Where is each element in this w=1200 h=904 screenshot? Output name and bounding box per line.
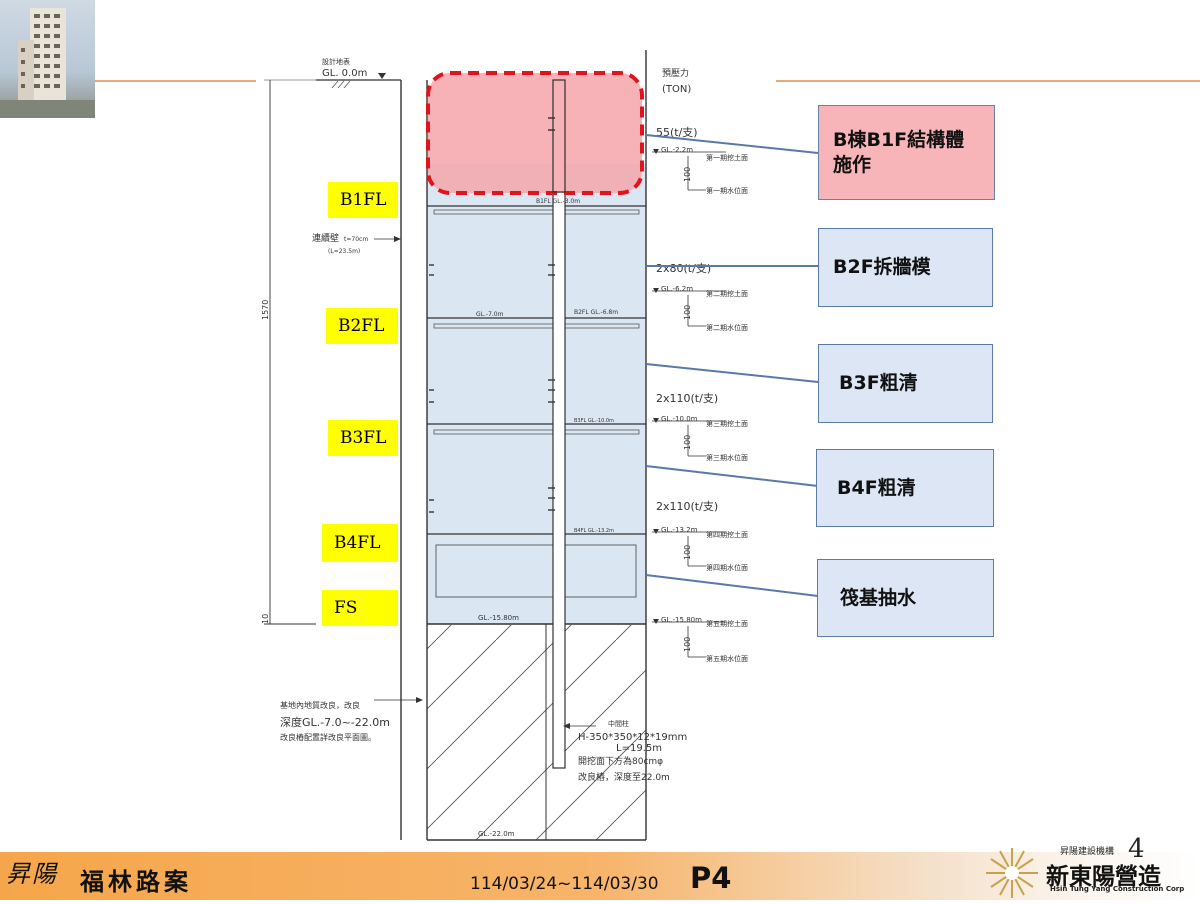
svg-text:GL.-10.0m: GL.-10.0m	[661, 415, 698, 423]
sunburst-logo-icon	[984, 846, 1040, 904]
header-line-right	[776, 80, 1200, 82]
inner-level-6: GL.-15.80m	[478, 614, 519, 622]
callout-b4f-clean: B4F粗清	[816, 449, 994, 527]
svg-text:100: 100	[683, 167, 692, 182]
footer-company-group: 昇陽建設機構	[1060, 847, 1115, 857]
load-title: 預壓力	[662, 67, 689, 79]
column-note-5: 改良樁，深度至22.0m	[578, 771, 670, 783]
svg-text:100: 100	[683, 435, 692, 450]
inner-level-7: GL.-22.0m	[478, 830, 515, 838]
right-level-2: GL.-6.2m 第二期挖土面 第二期水位面 100	[652, 285, 748, 332]
right-level-4: GL.-13.2m 第四期挖土面 第四期水位面 100	[652, 526, 748, 572]
callout-b2f-text: B2F拆牆模	[833, 256, 931, 279]
load-4: 2x110(t/支)	[656, 500, 718, 513]
svg-text:第二期水位面: 第二期水位面	[706, 323, 748, 332]
column-note-4: 開挖面下方為80cmφ	[578, 755, 663, 767]
floor-label-b3fl: B3FL	[328, 420, 398, 456]
inner-level-2: GL.-7.0m	[476, 311, 504, 318]
header-line-left	[95, 80, 258, 82]
inner-level-5: B4FL GL.-13.2m	[574, 528, 614, 534]
footer-date-range: 114/03/24~114/03/30	[470, 874, 659, 894]
svg-text:第一期挖土面: 第一期挖土面	[706, 153, 748, 162]
svg-text:100: 100	[683, 305, 692, 320]
load-1: 55(t/支)	[656, 126, 698, 139]
right-level-1: GL.-2.2m 第一期挖土面 第一期水位面 100	[652, 146, 748, 195]
svg-text:GL.-2.2m: GL.-2.2m	[661, 146, 693, 154]
footer-page-number: 4	[1128, 834, 1145, 864]
column-note-2: H-350*350*12*19mm	[578, 732, 687, 743]
load-unit: (TON)	[662, 84, 691, 95]
wall-thickness: t=70cm	[344, 236, 368, 243]
svg-text:第五期挖土面: 第五期挖土面	[706, 619, 748, 628]
column-note-1: 中間柱	[608, 719, 629, 728]
svg-text:第二期挖土面: 第二期挖土面	[706, 289, 748, 298]
svg-text:GL.-6.2m: GL.-6.2m	[661, 285, 693, 293]
callout-b1f-line-1: B棟B1F結構體	[833, 128, 965, 151]
svg-text:第四期挖土面: 第四期挖土面	[706, 530, 748, 539]
inner-level-3: B2FL GL.-6.8m	[574, 309, 618, 316]
base-dim: 10	[261, 614, 270, 624]
total-depth: 1570	[261, 300, 270, 320]
footer-project: 福林路案	[80, 867, 192, 896]
inner-level-4: B3FL GL.-10.0m	[574, 418, 614, 424]
svg-text:第一期水位面: 第一期水位面	[706, 186, 748, 195]
section-drawing: 設計地表 GL. 0.0m 1570 10 連續壁 t=70cm (L=23.5…	[256, 40, 776, 852]
gl-label: GL. 0.0m	[322, 68, 367, 79]
load-3: 2x110(t/支)	[656, 392, 718, 405]
callout-b1f-line-2: 施作	[833, 153, 872, 176]
svg-text:100: 100	[683, 545, 692, 560]
wall-length: (L=23.5m)	[328, 248, 360, 255]
svg-text:第三期挖土面: 第三期挖土面	[706, 419, 748, 428]
soil-note-3: 改良樁配置詳改良平面圖。	[280, 732, 376, 742]
floor-label-b2fl: B2FL	[326, 308, 398, 344]
callout-raft-pumping: 筏基抽水	[817, 559, 994, 637]
floor-label-b1fl: B1FL	[328, 182, 398, 218]
footer-bar	[0, 852, 1200, 900]
column-note-3: L=19.5m	[616, 743, 662, 754]
footer-company-name: 新東陽營造	[1046, 863, 1161, 890]
soil-note-1: 基地內地質改良，改良	[280, 700, 360, 710]
svg-text:GL.-13.2m: GL.-13.2m	[661, 526, 698, 534]
svg-text:GL.-15.80m: GL.-15.80m	[661, 616, 702, 624]
callout-b4f-text: B4F粗清	[837, 476, 916, 499]
callout-b3f-text: B3F粗清	[839, 372, 918, 395]
svg-text:第三期水位面: 第三期水位面	[706, 453, 748, 462]
callout-b2f-formwork: B2F拆牆模	[818, 228, 993, 307]
floor-label-fs: FS	[322, 590, 398, 626]
inner-level-1: B1FL GL.-3.0m	[536, 198, 580, 205]
svg-text:第五期水位面: 第五期水位面	[706, 654, 748, 663]
soil-note-2: 深度GL.-7.0~-22.0m	[280, 715, 390, 729]
floor-label-b4fl: B4FL	[322, 524, 398, 562]
footer-logo-mark: 昇陽	[6, 860, 58, 888]
building-photo	[0, 0, 95, 118]
right-level-3: GL.-10.0m 第三期挖土面 第三期水位面 100	[652, 415, 748, 462]
gl-label-top: 設計地表	[322, 57, 350, 66]
footer-page-code: P4	[690, 861, 732, 895]
b1f-highlight	[426, 71, 644, 195]
svg-text:100: 100	[683, 637, 692, 652]
wall-label: 連續壁	[312, 232, 339, 244]
svg-text:第四期水位面: 第四期水位面	[706, 563, 748, 572]
callout-b3f-clean: B3F粗清	[818, 344, 993, 423]
footer-company-en: Hsin Tung Yang Construction Corp	[1050, 885, 1185, 893]
callout-b1f-structure: B棟B1F結構體 施作	[818, 105, 995, 200]
right-level-5: GL.-15.80m 第五期挖土面 第五期水位面 100	[652, 616, 748, 663]
callout-raft-text: 筏基抽水	[840, 586, 917, 609]
